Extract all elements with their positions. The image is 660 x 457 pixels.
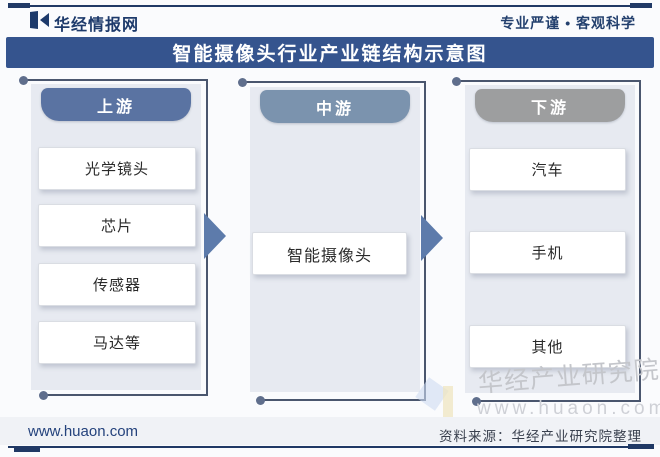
site-name: 华经情报网	[54, 17, 140, 34]
upstream-header: 上游	[41, 88, 191, 121]
flow-right-arrow-icon	[421, 215, 443, 261]
node-card-motor: 马达等	[38, 321, 196, 364]
bottom-accent-tick-right	[628, 444, 654, 449]
midstream-frame-dot-top	[238, 78, 247, 87]
node-card-automobile: 汽车	[469, 148, 626, 191]
downstream-frame-bottom	[476, 400, 641, 402]
node-card-smart-camera: 智能摄像头	[252, 232, 407, 275]
midstream-header: 中游	[260, 90, 410, 123]
node-card-chip: 芯片	[38, 204, 196, 247]
bottom-accent-tick-left	[14, 448, 40, 452]
bottom-accent-line	[8, 446, 652, 448]
watermark-logo-bar	[443, 386, 453, 418]
page-title: 智能摄像头行业产业链结构示意图	[172, 44, 488, 65]
node-card-optical-lens: 光学镜头	[38, 147, 196, 190]
downstream-frame-dot-bottom	[472, 397, 481, 406]
downstream-header-label: 下游	[530, 99, 569, 117]
midstream-frame-bottom	[260, 399, 426, 401]
midstream-header-label: 中游	[315, 100, 354, 118]
node-card-sensor: 传感器	[38, 263, 196, 306]
downstream-frame-right	[639, 80, 641, 402]
upstream-frame-top	[23, 79, 208, 81]
top-accent-tick-left	[8, 3, 30, 8]
watermark-url-text: www.huaon.com	[477, 398, 660, 419]
upstream-frame-bottom	[43, 394, 208, 396]
downstream-header: 下游	[475, 89, 625, 122]
node-card-other: 其他	[469, 325, 626, 368]
source-note: 资料来源：华经产业研究院整理	[439, 429, 642, 444]
midstream-frame-dot-bottom	[256, 396, 265, 405]
midstream-frame-top	[242, 81, 426, 83]
upstream-frame-dot-bottom	[39, 391, 48, 400]
upstream-frame-dot-top	[19, 76, 28, 85]
title-banner: 智能摄像头行业产业链结构示意图	[6, 37, 654, 68]
footer-url: www.huaon.com	[28, 423, 139, 440]
footer-strip	[0, 417, 660, 445]
top-accent-tick-right	[630, 3, 652, 8]
downstream-frame-top	[456, 80, 641, 82]
top-accent-line	[8, 5, 652, 7]
flow-right-arrow-icon	[204, 213, 226, 259]
upstream-header-label: 上游	[96, 98, 135, 116]
node-card-mobile-phone: 手机	[469, 231, 626, 274]
site-slogan: 专业严谨 • 客观科学	[500, 15, 636, 31]
downstream-frame-dot-top	[452, 77, 461, 86]
huajing-logo-icon	[30, 11, 49, 29]
